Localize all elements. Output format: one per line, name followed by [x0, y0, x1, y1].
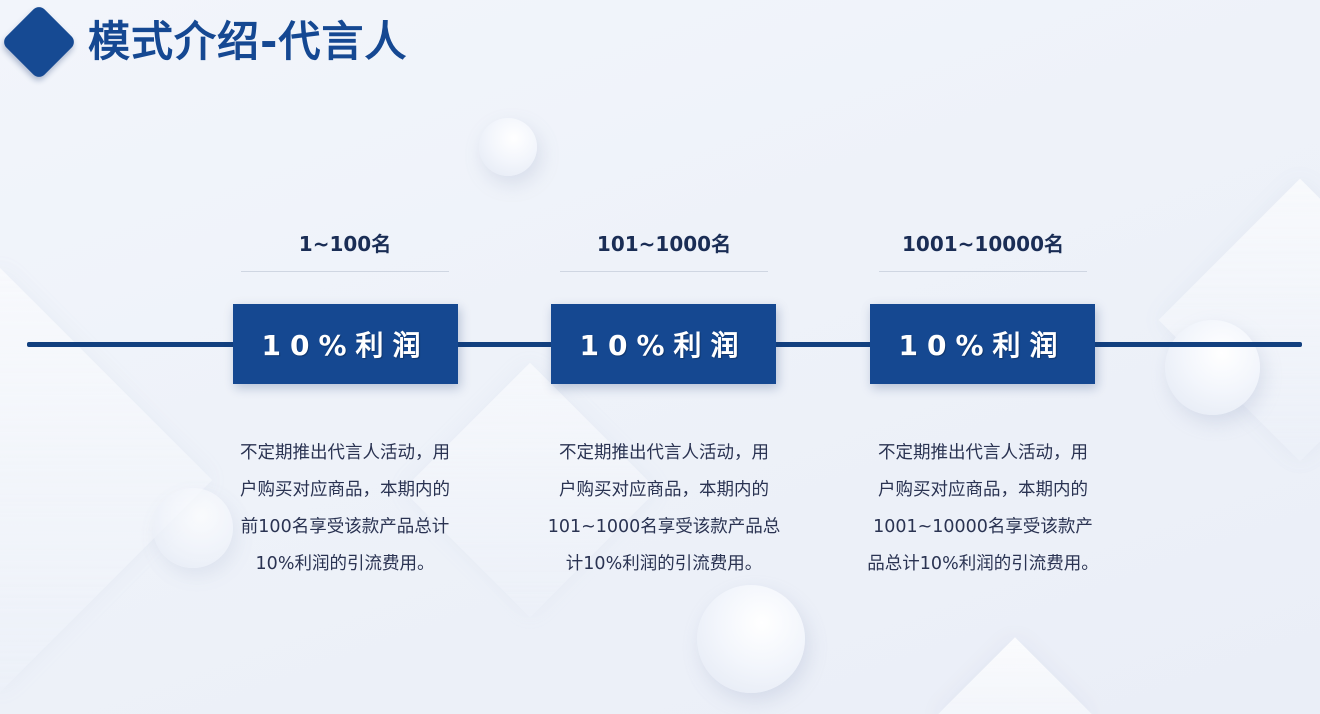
background-diamond-left — [0, 267, 213, 693]
tier-divider — [560, 271, 768, 272]
tier-reward-box: 10%利润 — [551, 304, 776, 384]
background-sphere-top — [479, 118, 537, 176]
description-line: 101~1000名享受该款产品总 — [547, 517, 781, 537]
tier-1: 1~100名 10%利润 不定期推出代言人活动，用 户购买对应商品，本期内的 前… — [195, 225, 495, 574]
description-line: 不定期推出代言人活动，用 — [878, 443, 1088, 463]
tier-2: 101~1000名 10%利润 不定期推出代言人活动，用 户购买对应商品，本期内… — [514, 225, 814, 574]
tier-divider — [241, 271, 449, 272]
diamond-icon — [0, 3, 78, 81]
tier-description: 不定期推出代言人活动，用 户购买对应商品，本期内的 1001~10000名享受该… — [828, 435, 1138, 583]
description-line: 品总计10%利润的引流费用。 — [867, 554, 1099, 574]
tier-3: 1001~10000名 10%利润 不定期推出代言人活动，用 户购买对应商品，本… — [833, 225, 1133, 574]
description-line: 10%利润的引流费用。 — [255, 554, 435, 574]
tier-range-label: 1001~10000名 — [901, 232, 1064, 256]
background-sphere-bottom — [697, 585, 805, 693]
background-sphere-right — [1165, 320, 1260, 415]
tier-reward-box: 10%利润 — [870, 304, 1095, 384]
description-line: 前100名享受该款产品总计 — [240, 517, 450, 537]
description-line: 户购买对应商品，本期内的 — [878, 480, 1088, 500]
slide-title: 模式介绍-代言人 — [88, 17, 408, 66]
tier-range-label: 1~100名 — [298, 232, 392, 256]
description-line: 不定期推出代言人活动，用 — [240, 443, 450, 463]
tier-reward-box: 10%利润 — [233, 304, 458, 384]
tier-divider — [879, 271, 1087, 272]
tier-description: 不定期推出代言人活动，用 户购买对应商品，本期内的 前100名享受该款产品总计 … — [190, 435, 500, 583]
description-line: 1001~10000名享受该款产 — [873, 517, 1093, 537]
tier-range-label: 101~1000名 — [596, 232, 732, 256]
description-line: 户购买对应商品，本期内的 — [240, 480, 450, 500]
description-line: 计10%利润的引流费用。 — [565, 554, 763, 574]
background-diamond-bottom — [937, 637, 1093, 714]
description-line: 户购买对应商品，本期内的 — [559, 480, 769, 500]
description-line: 不定期推出代言人活动，用 — [559, 443, 769, 463]
tier-description: 不定期推出代言人活动，用 户购买对应商品，本期内的 101~1000名享受该款产… — [509, 435, 819, 583]
background-diamond-right — [1158, 178, 1320, 462]
slide-header: 模式介绍-代言人 — [0, 3, 408, 81]
